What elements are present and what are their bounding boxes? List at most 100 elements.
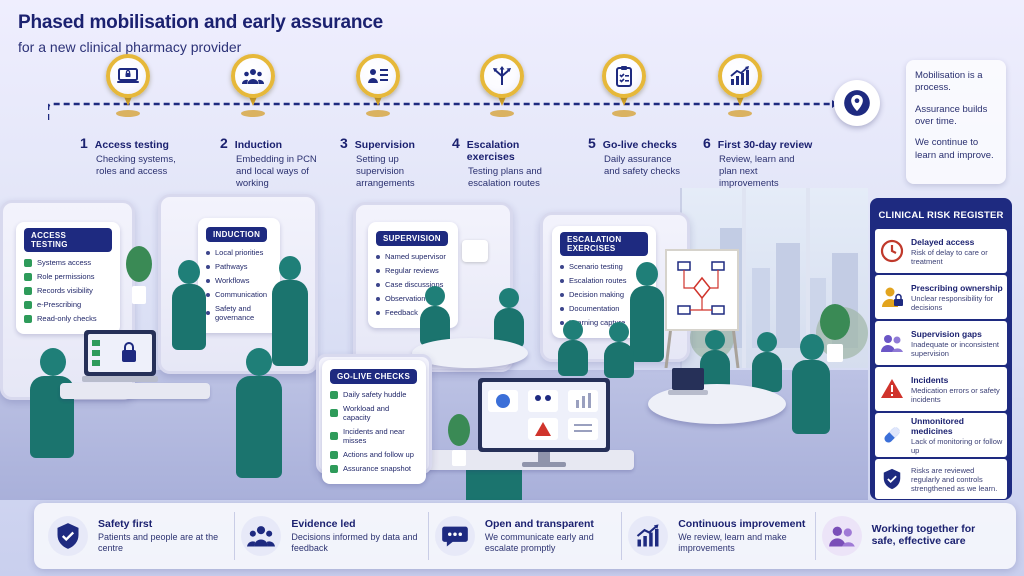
person-figure (236, 348, 282, 478)
checkbox-icon (330, 450, 338, 459)
risk-description: Medication errors or safety incidents (911, 385, 1000, 404)
laptop-lock-icon (117, 68, 139, 83)
laptop-lock-icon (82, 330, 158, 382)
step-number: 6 (703, 135, 711, 151)
growth-chart-icon (730, 66, 749, 85)
note-line: We continue to learn and improve. (915, 137, 994, 161)
bullet-icon (376, 268, 380, 273)
bullet-icon (376, 282, 380, 287)
risk-name: Delayed access (911, 236, 975, 247)
list-item: Workload and capacity (330, 404, 418, 422)
list-item: Daily safety huddle (330, 390, 418, 399)
risk-description: Unclear responsibility for decisions (911, 293, 994, 312)
list-item: Documentation (560, 304, 648, 313)
step-number: 1 (80, 135, 88, 151)
card-title: ACCESS TESTING (24, 228, 112, 252)
step-description: Daily assurance and safety checks (604, 154, 681, 177)
bullet-icon (560, 306, 564, 311)
checkbox-icon (24, 300, 32, 309)
step-description: Embedding in PCN and local ways of worki… (236, 154, 317, 189)
card-title: ESCALATION EXERCISES (560, 232, 648, 256)
list-item: Actions and follow up (330, 450, 418, 459)
checkbox-icon (24, 272, 32, 281)
value-description: We communicate early and escalate prompt… (484, 531, 594, 553)
checkbox-icon (330, 409, 338, 417)
list-item: Assurance snapshot (330, 464, 418, 473)
checkbox-icon (330, 432, 338, 440)
list-item: Feedback (376, 308, 450, 317)
step-name: First 30-day review (717, 139, 813, 151)
bullet-icon (560, 264, 564, 269)
list-item: Escalation routes (560, 276, 648, 285)
step-description: Setting up supervision arrangements (356, 154, 415, 189)
people-icon (247, 526, 276, 547)
flowchart-board-icon (664, 249, 740, 368)
step-number: 2 (220, 135, 228, 151)
risk-description: Risk of delay to care or treatment (911, 247, 988, 266)
card-title: INDUCTION (206, 227, 268, 242)
list-item: Records visibility (24, 286, 112, 295)
step-6-pin (718, 54, 762, 117)
person-figure (558, 320, 588, 376)
branching-arrows-icon (493, 66, 511, 85)
clipboard-check-icon (616, 66, 632, 87)
bullet-icon (376, 296, 380, 301)
page-title: Phased mobilisation and early assurance (18, 12, 383, 33)
list-item: Named supervisor (376, 252, 450, 261)
list-item: Regular reviews (376, 266, 450, 275)
card-title: SUPERVISION (376, 231, 448, 246)
value-description: Patients and people are at the centre (98, 531, 219, 553)
step-number: 5 (588, 135, 596, 151)
risk-name: Unmonitored medicines (911, 415, 964, 436)
bullet-icon (206, 292, 210, 297)
plant-icon (448, 414, 470, 466)
team-icon (241, 69, 265, 84)
list-item: Safety and governance (206, 304, 272, 322)
list-item: e-Prescribing (24, 300, 112, 309)
list-item: Incidents and near misses (330, 427, 418, 445)
risk-register-footer: Risks are reviewed regularly and control… (875, 459, 1007, 499)
person-figure (630, 262, 664, 362)
person-figure (172, 260, 206, 350)
value-title: Open and transparent (484, 517, 594, 530)
bullet-icon (560, 278, 564, 283)
risk-name: Prescribing ownership (911, 282, 1003, 293)
shield-check-icon (883, 468, 901, 490)
person-figure (604, 322, 634, 378)
person-figure (30, 348, 74, 458)
step-4-pin (480, 54, 524, 117)
header: Phased mobilisation and early assurance … (18, 12, 383, 55)
plant-icon (126, 246, 152, 304)
laptop-icon (668, 368, 708, 395)
checkbox-icon (24, 258, 32, 267)
list-item: Workflows (206, 276, 272, 285)
bullet-icon (376, 310, 380, 315)
risk-register-title: CLINICAL RISK REGISTER (878, 210, 1004, 221)
golive-card: GO-LIVE CHECKS Daily safety huddle Workl… (322, 360, 426, 484)
list-item: Local priorities (206, 248, 272, 257)
person-figure (700, 330, 730, 390)
value-title: Continuous improvement (678, 517, 806, 530)
step-3-pin (356, 54, 400, 117)
bullet-icon (560, 292, 564, 297)
step-name: Escalation exercises (466, 139, 520, 163)
person-lock-icon (882, 287, 903, 307)
speech-bubble-icon (462, 240, 488, 262)
supervision-card: SUPERVISION Named supervisor Regular rev… (368, 222, 458, 328)
risk-name: Incidents (911, 374, 949, 385)
card-title: GO-LIVE CHECKS (330, 369, 418, 384)
step-number: 4 (452, 135, 460, 151)
warning-icon (881, 379, 903, 398)
plant-icon (820, 304, 850, 362)
